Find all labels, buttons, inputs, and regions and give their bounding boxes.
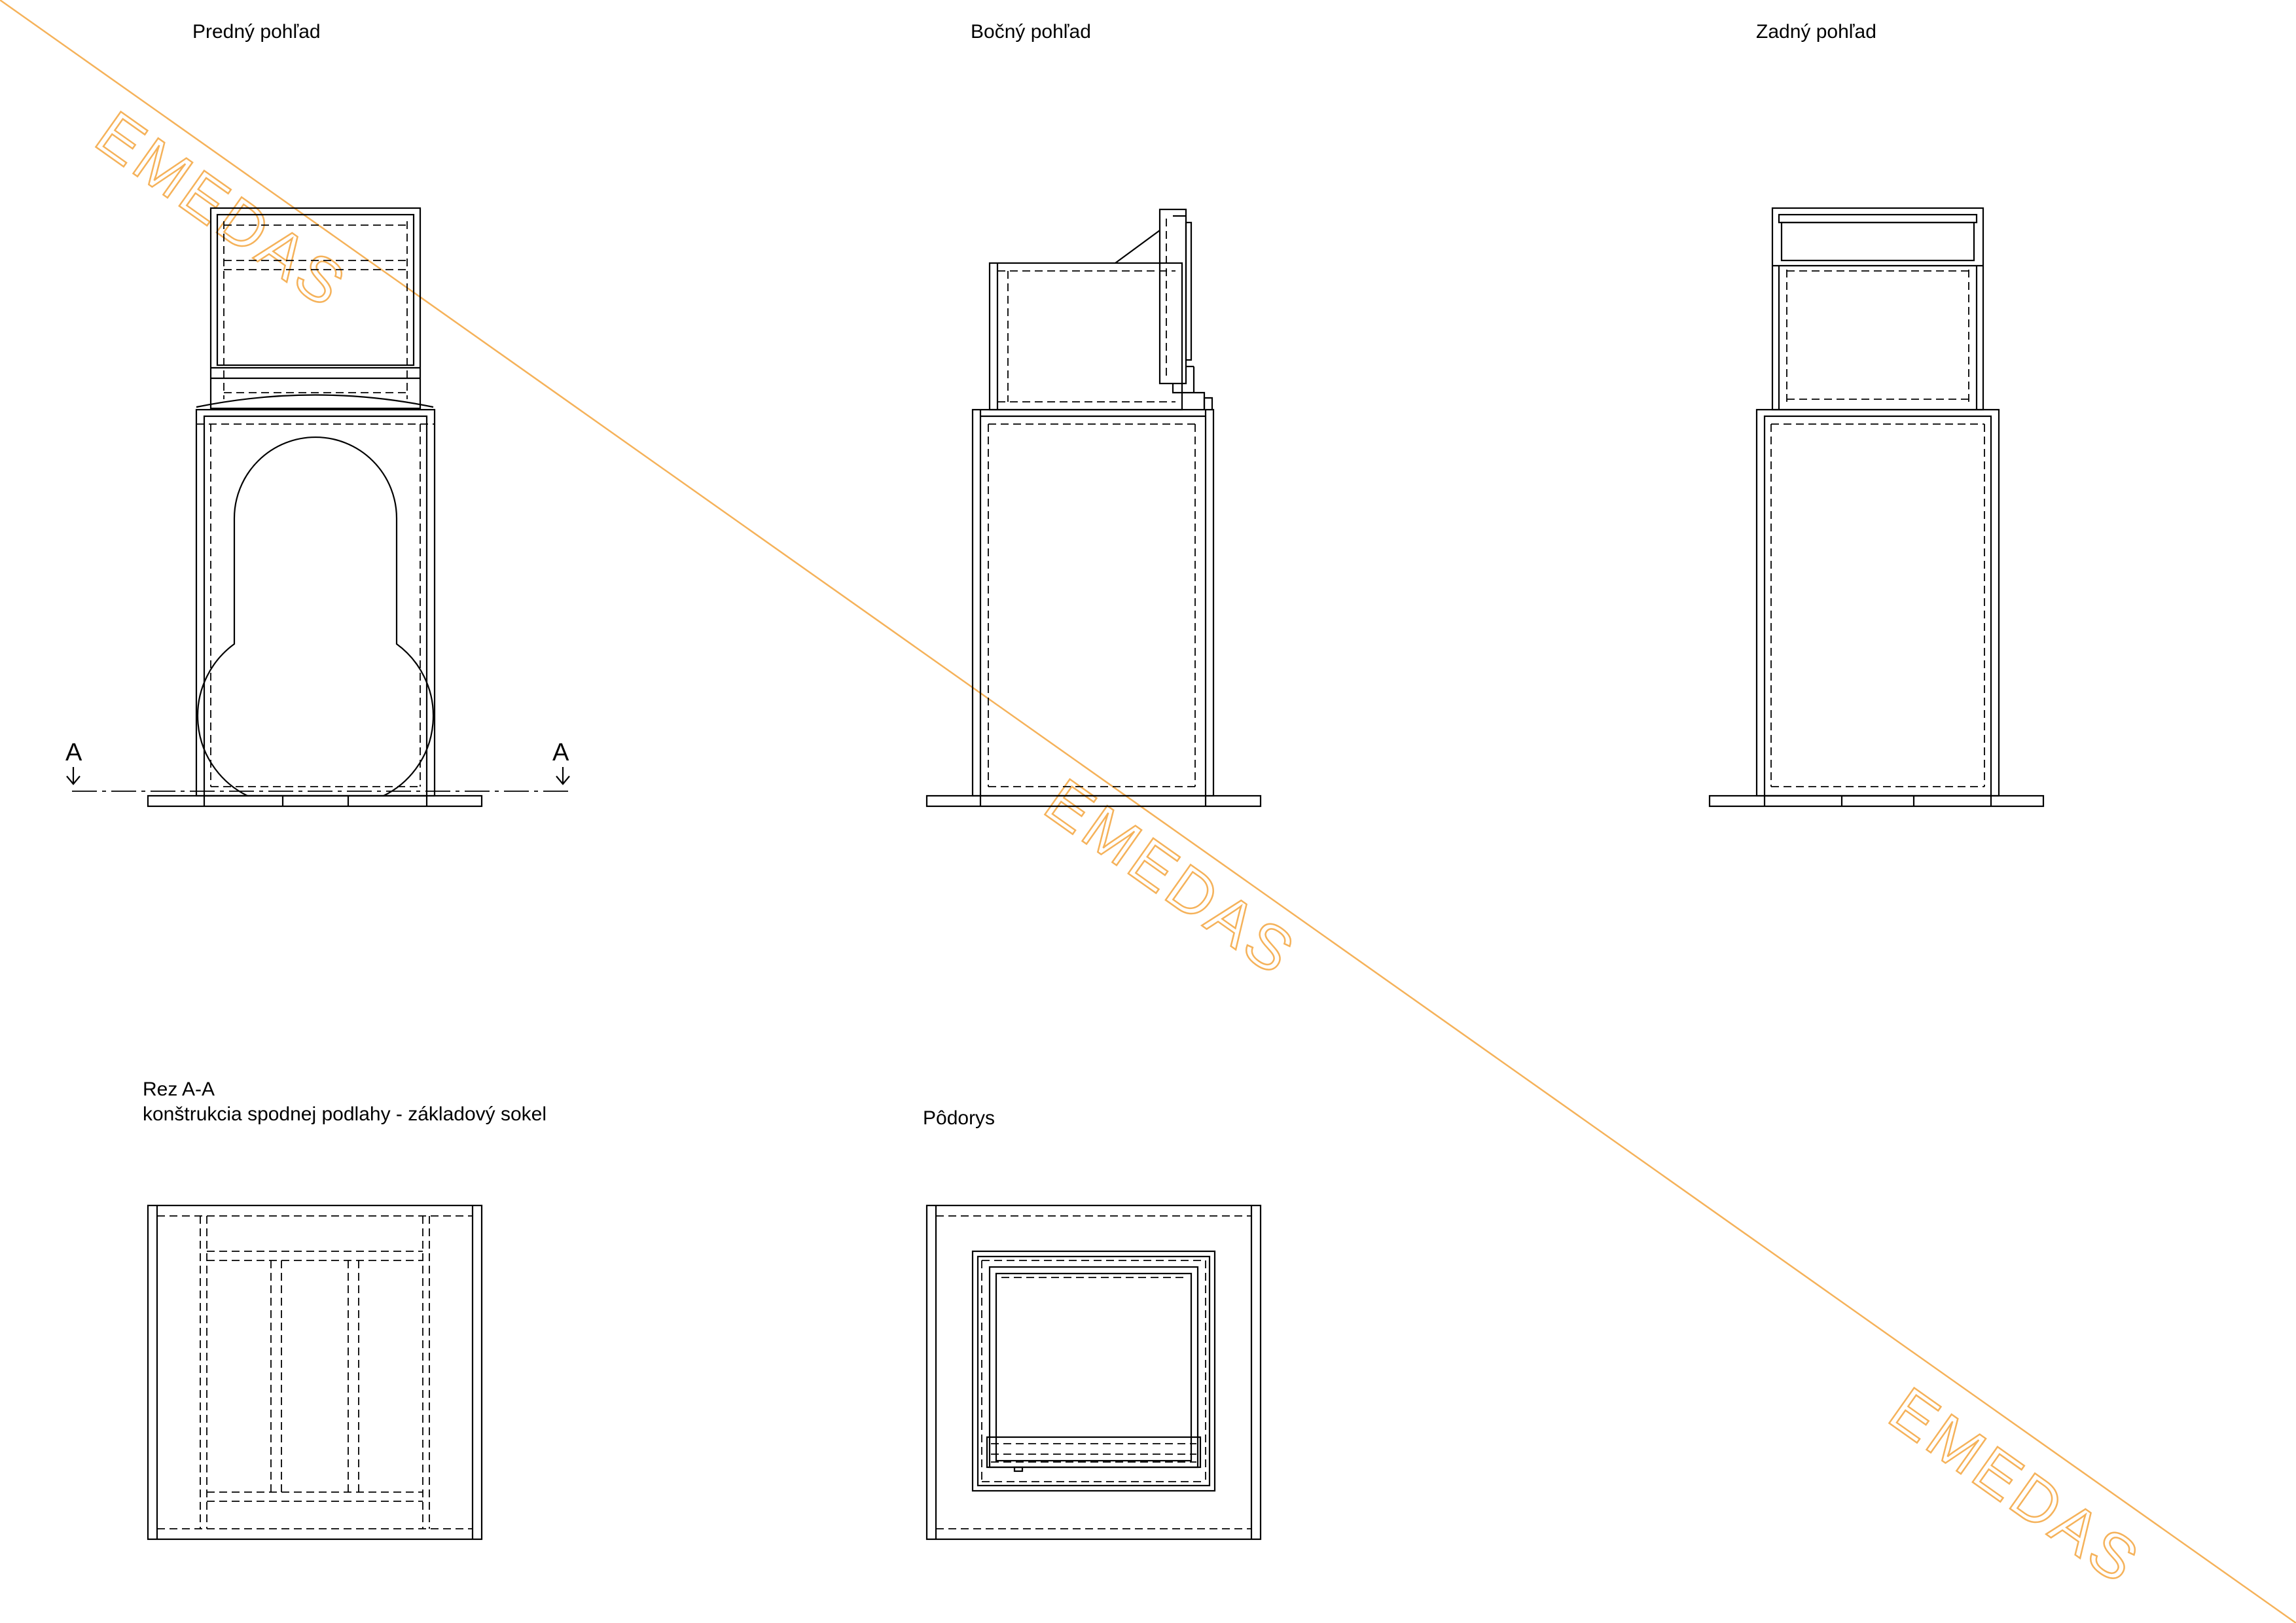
watermark-logo-3: EMEDAS — [1876, 1374, 2155, 1599]
section-subtitle: konštrukcia spodnej podlahy - základový … — [143, 1103, 547, 1125]
watermark-text: EMEDAS — [1033, 766, 1309, 990]
watermark-logo-2: EMEDAS — [1032, 765, 1310, 991]
front-view: Predný pohľad A A — [65, 21, 571, 808]
section-a-a-view: Rez A-A konštrukcia spodnej podlahy - zá… — [143, 1079, 547, 1541]
side-view-title: Bočný pohľad — [971, 21, 1091, 43]
back-view: Zadný pohľad — [1708, 21, 2045, 808]
front-view-title: Predný pohľad — [192, 21, 321, 43]
section-marker-right: A — [552, 739, 569, 766]
side-view: Bočný pohľad — [925, 21, 1262, 808]
watermark-text: EMEDAS — [84, 98, 360, 322]
section-title: Rez A-A — [143, 1079, 215, 1100]
section-marker-left: A — [65, 739, 82, 766]
back-view-title: Zadný pohľad — [1756, 21, 1876, 43]
plan-title: Pôdorys — [923, 1107, 995, 1129]
plan-view: Pôdorys — [923, 1107, 1262, 1541]
section-arrow-left-icon — [66, 767, 81, 785]
watermark-logo-1: EMEDAS — [83, 98, 361, 323]
watermark-text: EMEDAS — [1877, 1374, 2153, 1598]
section-arrow-right-icon — [556, 767, 570, 785]
